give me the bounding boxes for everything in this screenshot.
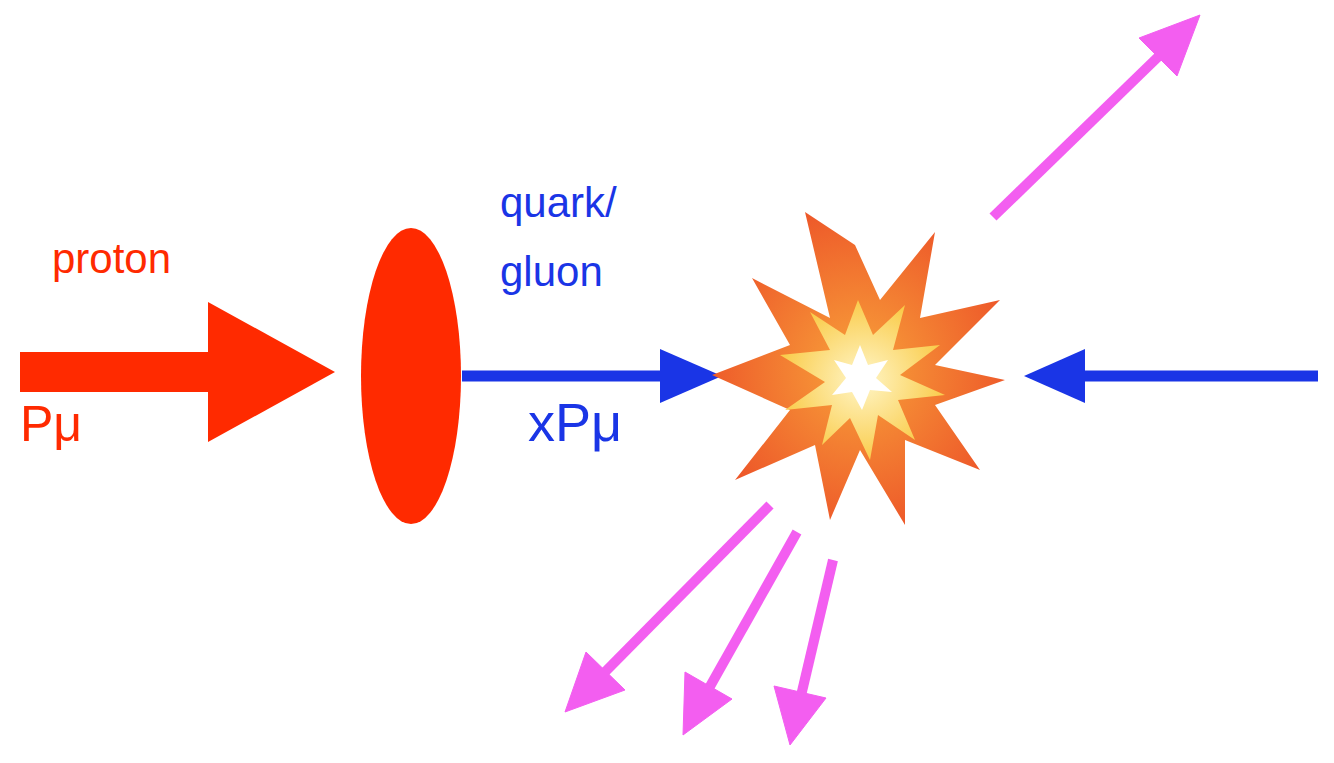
particle-arrow-head: [774, 686, 826, 745]
collision-burst-core: [780, 300, 945, 460]
particle-arrow: [993, 55, 1160, 217]
collision-burst-center: [832, 345, 892, 410]
particle-arrow-head: [1139, 15, 1200, 76]
momentum-fraction-label: xPμ: [528, 390, 748, 455]
proton-blob: [361, 228, 461, 524]
parton-arrow-head: [1024, 349, 1085, 403]
particle-arrow-head: [565, 652, 625, 712]
particle-arrow-head: [683, 672, 732, 735]
parton-arrow-shaft: [462, 371, 665, 382]
parton-name: quark/ gluon: [500, 168, 670, 307]
proton-arrow-head: [208, 302, 335, 442]
particle-name: proton: [52, 234, 312, 284]
parton-arrow-head: [660, 349, 722, 403]
outgoing-particles: [565, 15, 1200, 745]
particle-arrow: [605, 505, 770, 672]
particle-arrow: [708, 532, 797, 690]
parton-arrow-shaft: [1080, 371, 1318, 382]
momentum-label: Pμ: [20, 394, 220, 454]
proton-arrow-shaft: [20, 352, 212, 392]
particle-arrow: [800, 560, 833, 700]
collision-burst: [712, 212, 1005, 525]
